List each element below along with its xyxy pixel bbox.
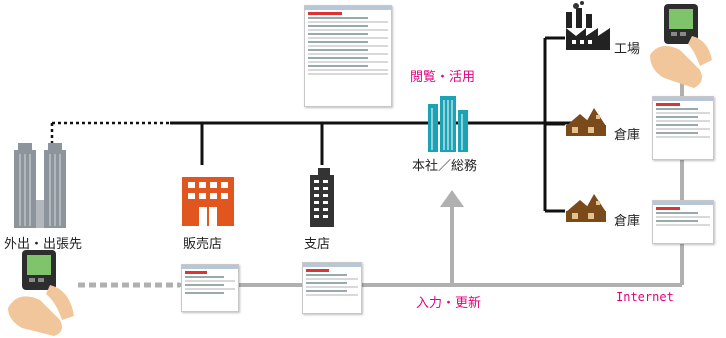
web-form-screenshot (304, 5, 392, 107)
hq-label: 本社／総務 (412, 159, 478, 174)
building-icon (310, 168, 334, 227)
internet-lines (78, 80, 684, 288)
web-form-screenshot (181, 264, 239, 312)
handheld-device-icon (8, 250, 74, 336)
warehouse-label: 倉庫 (614, 214, 641, 229)
internet-label: Internet (616, 290, 674, 304)
view-use-label: 閲覧・活用 (410, 70, 476, 85)
branch-label: 支店 (304, 237, 331, 252)
input-update-label: 入力・更新 (416, 296, 482, 311)
twin-towers-icon (14, 143, 66, 228)
handheld-device-icon (650, 4, 712, 88)
web-form-screenshot (652, 96, 714, 160)
outside-label: 外出・出張先 (4, 237, 83, 252)
office-building-icon (428, 96, 468, 152)
warehouse-label: 倉庫 (614, 128, 641, 143)
web-form-screenshot (302, 262, 362, 314)
upload-arrow-head (440, 190, 464, 207)
warehouse-icon (566, 108, 606, 136)
store-label: 販売店 (183, 237, 223, 252)
factory-label: 工場 (614, 42, 641, 57)
network-lines (50, 36, 600, 213)
warehouse-icon (566, 194, 606, 222)
factory-icon (566, 1, 610, 50)
store-icon (182, 177, 234, 226)
web-form-screenshot (652, 200, 714, 244)
